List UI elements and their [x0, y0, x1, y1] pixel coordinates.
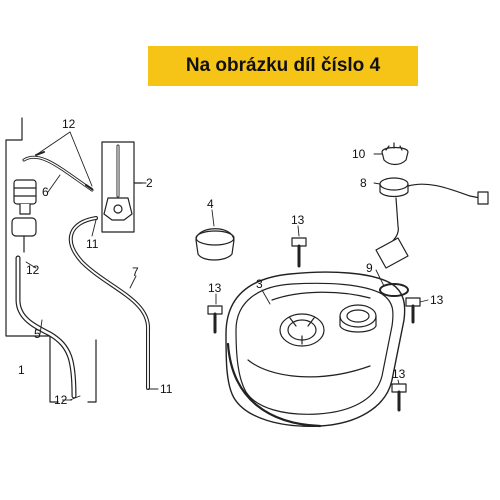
- callout-7: 7: [132, 265, 139, 279]
- pump-opening: [279, 313, 325, 347]
- callout-1: 1: [18, 363, 25, 377]
- bolt-13-a: [291, 237, 307, 268]
- group-1-bracket-right: [87, 339, 97, 403]
- callout-11-upper: 11: [86, 237, 99, 251]
- bolt-13-d: [391, 383, 407, 412]
- filter-neck: [19, 203, 31, 215]
- callout-4: 4: [207, 197, 214, 211]
- part-number-banner: Na obrázku díl číslo 4: [148, 46, 418, 86]
- callout-labels: 12 2 6 11 12 5 1 12 7 11 4 3 13 13 13 13…: [18, 117, 444, 407]
- callout-13-d: 13: [392, 367, 406, 381]
- callout-13-c: 13: [430, 293, 444, 307]
- bolt-13-c: [405, 297, 421, 324]
- banner-text: Na obrázku díl číslo 4: [185, 55, 381, 76]
- callout-8: 8: [360, 176, 367, 190]
- inline-filter: [11, 217, 37, 237]
- callout-9: 9: [366, 261, 373, 275]
- callout-10: 10: [352, 147, 366, 161]
- callout-11-lower: 11: [160, 382, 173, 396]
- callout-12-top: 12: [62, 117, 76, 131]
- sender-wire: [407, 183, 481, 199]
- tube-5-outer: [15, 255, 77, 399]
- callout-5: 5: [34, 327, 41, 341]
- part-2-box: [101, 141, 135, 233]
- callout-3: 3: [256, 277, 263, 291]
- callout-6: 6: [42, 185, 49, 199]
- tank-rim: [226, 342, 322, 428]
- callout-12-bottom: 12: [54, 393, 68, 407]
- sender-float: [375, 237, 409, 269]
- fuel-tank-flange: [235, 282, 394, 415]
- callout-12-middle: 12: [26, 263, 40, 277]
- callout-2: 2: [146, 176, 153, 190]
- bolt-13-b: [207, 305, 223, 334]
- fuel-valve: [103, 197, 133, 221]
- filter-body: [13, 179, 37, 205]
- leader-lines: [25, 131, 429, 401]
- tank-rib: [271, 291, 371, 301]
- part-9-gasket: [379, 283, 409, 297]
- callout-13-b: 13: [208, 281, 222, 295]
- group-1-bracket: [5, 117, 59, 403]
- callout-13-a: 13: [291, 213, 305, 227]
- part-10-cap: [381, 146, 409, 166]
- part-8-sender-flange: [379, 177, 409, 191]
